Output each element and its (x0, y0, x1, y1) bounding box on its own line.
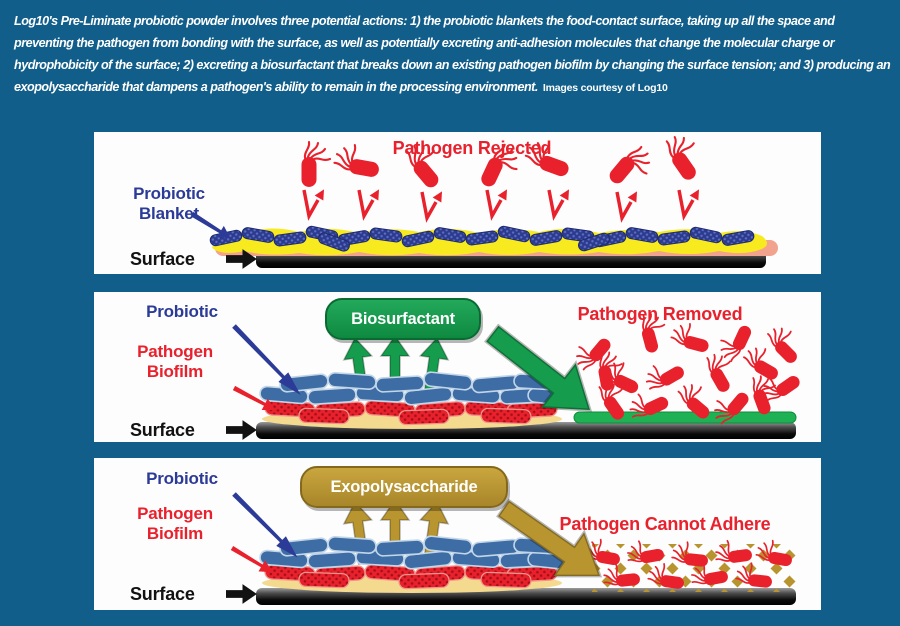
caption-line: preventing the pathogen from bonding wit… (14, 36, 835, 50)
caption-line: hydrophobicity of the surface; 2) excret… (14, 58, 891, 72)
pathogen-biofilm-label: Pathogen Biofilm (120, 504, 230, 543)
caption-line: exopolysaccharide that dampens a pathoge… (14, 76, 890, 99)
panel-exopolysaccharide: Exopolysaccharide Pathogen Cannot Adhere… (94, 458, 821, 610)
caption-line: Log10's Pre-Liminate probiotic powder in… (14, 14, 835, 28)
surface-label: Surface (130, 584, 195, 604)
bounce-arrow-icons (302, 185, 706, 220)
biosurfactant-box-label: Biosurfactant (351, 309, 455, 328)
biosurfactant-layer (573, 411, 797, 424)
exopolysaccharide-box-label: Exopolysaccharide (330, 477, 478, 496)
panel2-title: Pathogen Removed (577, 304, 743, 324)
panel1-title: Pathogen Rejected (392, 138, 552, 158)
probiotic-blanket-label-line2: Blanket (138, 203, 199, 223)
panel1-graphic (188, 132, 778, 269)
panel-pathogen-rejected: Pathogen Rejected Probiotic Blanket Surf… (94, 132, 821, 274)
pathogen-biofilm-label: Pathogen Biofilm (120, 342, 230, 381)
probiotic-blanket-label-line1: Probiotic (133, 184, 205, 203)
surface-label: Surface (130, 420, 195, 440)
caption: Log10's Pre-Liminate probiotic powder in… (14, 10, 891, 99)
exopolysaccharide-box: Exopolysaccharide (300, 466, 508, 508)
surface-arrow-icon (226, 584, 257, 604)
panel2-graphic (226, 309, 809, 440)
caption-credit: Images courtesy of Log10 (542, 82, 668, 94)
panel3-title: Pathogen Cannot Adhere (559, 514, 771, 534)
surface-arrow-icon (226, 420, 257, 440)
panel-biosurfactant: Biosurfactant Pathogen Removed Probiotic… (94, 292, 821, 442)
probiotic-layer-graphic (258, 534, 578, 572)
panel3-graphic (226, 485, 796, 605)
pathogen-biofilm-label-line2: Biofilm (146, 361, 204, 381)
removed-pathogen-icons (569, 309, 809, 429)
probiotic-label: Probiotic (146, 302, 218, 321)
pathogen-biofilm-label-line2: Biofilm (146, 523, 204, 543)
probiotic-blanket-label: Probiotic Blanket (122, 184, 216, 223)
probiotic-label: Probiotic (146, 469, 218, 488)
caption-line-text: exopolysaccharide that dampens a pathoge… (14, 80, 538, 94)
surface-label: Surface (130, 249, 195, 269)
pathogen-biofilm-label-line1: Pathogen (137, 504, 213, 523)
pathogen-biofilm-label-line1: Pathogen (137, 342, 213, 361)
biosurfactant-box: Biosurfactant (325, 298, 481, 340)
